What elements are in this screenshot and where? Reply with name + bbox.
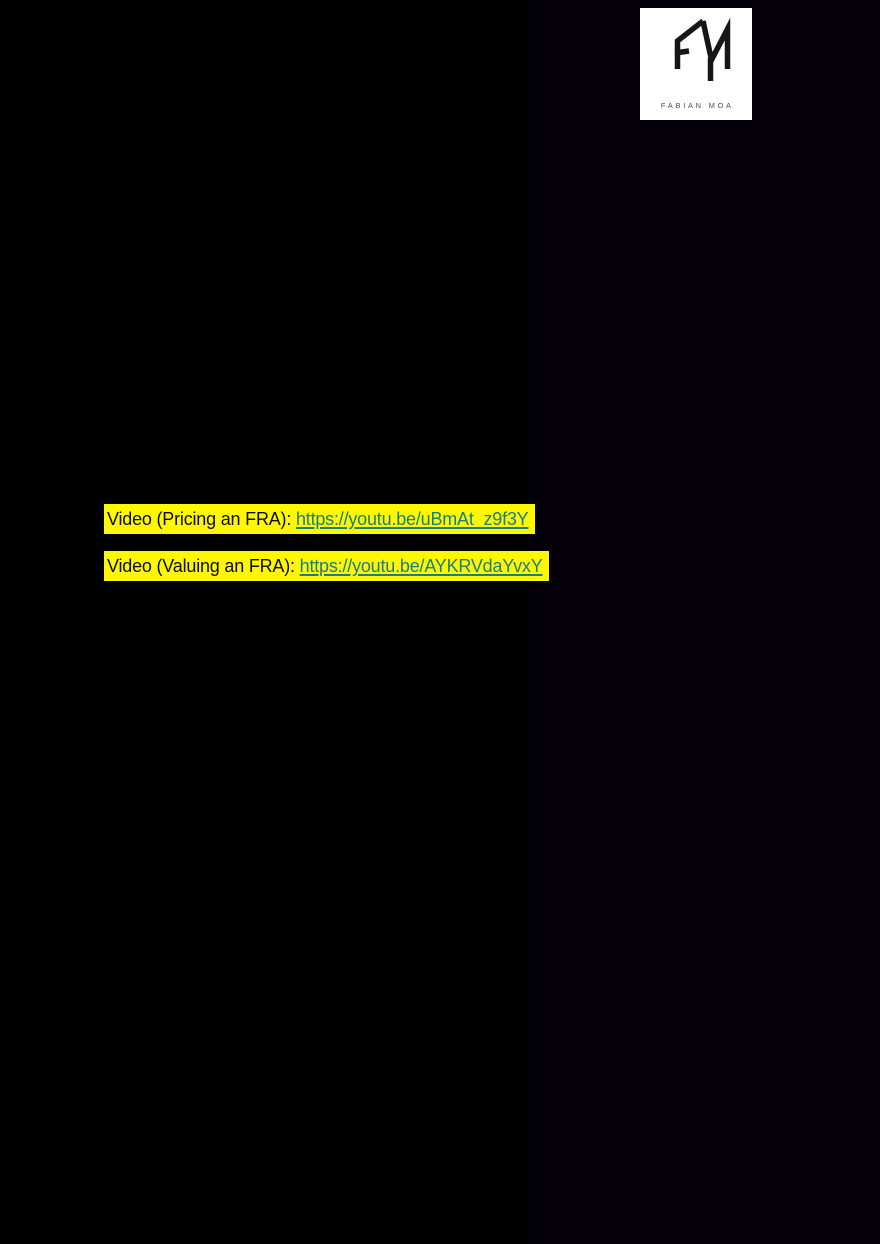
highlighted-line-valuing: Video (Valuing an FRA): https://youtu.be… (104, 551, 549, 581)
video-pricing-link[interactable]: https://youtu.be/uBmAt_z9f3Y (295, 509, 529, 529)
fm-monogram-icon (674, 17, 731, 81)
highlighted-line-pricing: Video (Pricing an FRA): https://youtu.be… (104, 504, 535, 534)
video-valuing-link[interactable]: https://youtu.be/AYKRVdaYvxY (299, 556, 543, 576)
video-pricing-label: Video (Pricing an FRA): (107, 509, 296, 529)
page-right-tint (530, 0, 880, 1244)
fabian-moa-logo: FABIAN MOA (640, 8, 752, 120)
video-valuing-label: Video (Valuing an FRA): (107, 556, 300, 576)
logo-wordmark: FABIAN MOA (660, 101, 734, 110)
